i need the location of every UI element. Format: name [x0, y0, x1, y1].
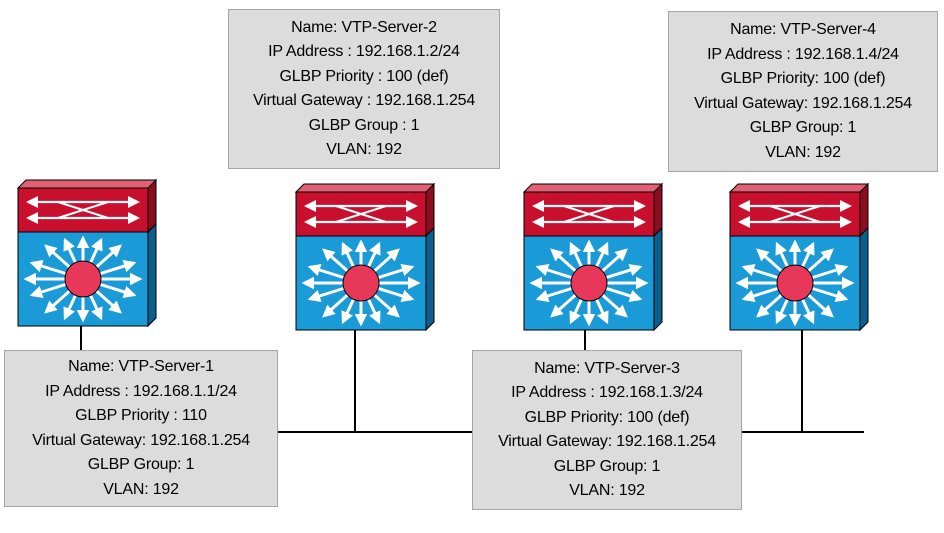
server-glbp-group: GLBP Group: 1 — [87, 456, 195, 473]
switch-server-2-icon — [296, 184, 434, 330]
server-glbp-priority: GLBP Priority: 100 (def) — [720, 70, 886, 87]
server-ip: IP Address : 192.168.1.3/24 — [511, 384, 703, 401]
server-glbp-group: GLBP Group: 1 — [749, 119, 857, 136]
switch-server-1-icon — [18, 180, 156, 326]
server-glbp-priority: GLBP Priority : 110 — [75, 407, 207, 424]
server-virtual-gateway: Virtual Gateway: 192.168.1.254 — [694, 94, 912, 112]
server-vlan: VLAN: 192 — [765, 143, 841, 161]
switch-server-3-icon — [524, 184, 662, 330]
server-vlan: VLAN: 192 — [103, 480, 179, 498]
server-virtual-gateway: Virtual Gateway: 192.168.1.254 — [32, 431, 250, 449]
server-ip: IP Address : 192.168.1.2/24 — [268, 43, 460, 60]
server-name: Name: VTP-Server-2 — [291, 18, 437, 36]
server-virtual-gateway: Virtual Gateway: 192.168.1.254 — [498, 433, 716, 450]
server-name: Name: VTP-Server-3 — [534, 359, 680, 377]
server-vlan: VLAN: 192 — [326, 141, 402, 158]
server-name: Name: VTP-Server-4 — [730, 21, 876, 38]
server-vlan: VLAN: 192 — [569, 482, 645, 499]
server-name: Name: VTP-Server-1 — [68, 358, 214, 375]
server-glbp-group: GLBP Group: 1 — [553, 457, 661, 475]
server-info-box-2: Name: VTP-Server-2 IP Address : 192.168.… — [228, 9, 500, 169]
server-ip: IP Address : 192.168.1.4/24 — [707, 45, 899, 63]
server-glbp-priority: GLBP Priority: 100 (def) — [524, 408, 690, 426]
server-info-box-3: Name: VTP-Server-3 IP Address : 192.168.… — [472, 350, 742, 510]
server-glbp-priority: GLBP Priority : 100 (def) — [279, 67, 449, 85]
server-info-box-4: Name: VTP-Server-4 IP Address : 192.168.… — [668, 11, 938, 172]
server-glbp-group: GLBP Group : 1 — [308, 116, 420, 134]
server-ip: IP Address : 192.168.1.1/24 — [45, 382, 237, 400]
switch-server-4-icon — [730, 184, 868, 330]
server-virtual-gateway: Virtual Gateway : 192.168.1.254 — [252, 92, 476, 109]
server-info-box-1: Name: VTP-Server-1 IP Address : 192.168.… — [4, 350, 278, 507]
